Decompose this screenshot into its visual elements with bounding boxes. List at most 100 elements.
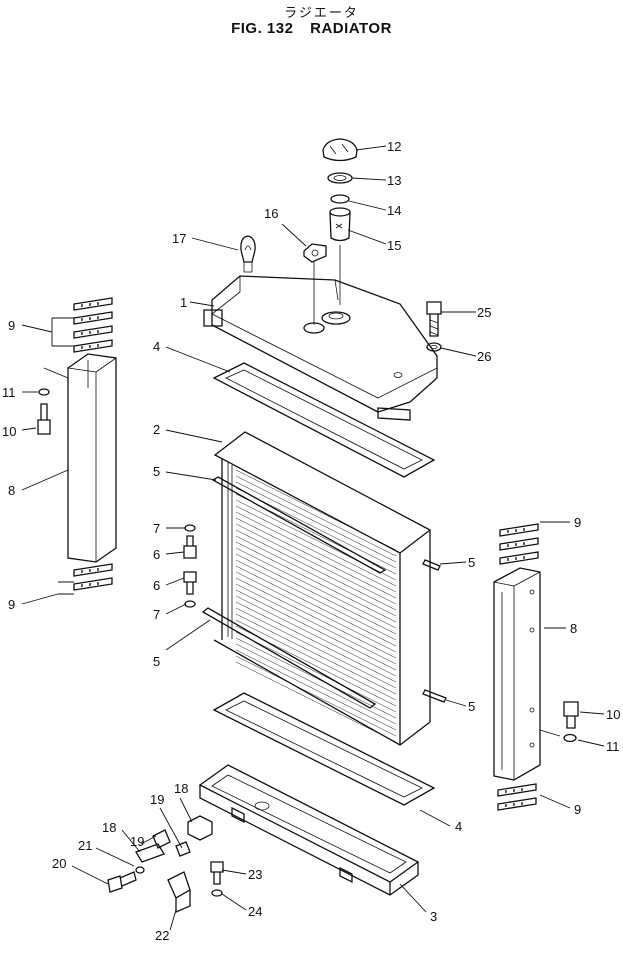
- lifting-eye: [240, 235, 256, 273]
- callout-26: 26: [477, 349, 491, 364]
- core-fin-line: [235, 601, 397, 683]
- callout-5-d: 5: [468, 699, 475, 714]
- callout-9-right-top: 9: [574, 515, 581, 530]
- washer-center-upper: [184, 524, 196, 532]
- core-fin-line: [235, 535, 397, 617]
- callout-24: 24: [248, 904, 262, 919]
- callout-13: 13: [387, 173, 401, 188]
- core-fin-line: [235, 475, 397, 557]
- bolt-right: [563, 701, 579, 729]
- callout-14: 14: [387, 203, 401, 218]
- callout-22: 22: [155, 928, 169, 943]
- drain-clamp: [135, 843, 165, 863]
- callout-5-b: 5: [153, 654, 160, 669]
- washer-center-lower: [184, 600, 196, 608]
- core-fin-line: [235, 643, 397, 725]
- callout-9-right-bottom: 9: [574, 802, 581, 817]
- washer-26: [426, 342, 442, 352]
- bolt-23: [210, 861, 224, 885]
- filler-neck: [329, 207, 351, 242]
- core-fin-line: [235, 571, 397, 653]
- callout-18-a: 18: [174, 781, 188, 796]
- shim-left-bottom: [73, 563, 113, 591]
- core-fin-line: [235, 517, 397, 599]
- callout-labels: 12 13 14 15 16 17 1 25 26 4 2 5 7 6 6 7 …: [2, 139, 620, 943]
- callout-10-right: 10: [606, 707, 620, 722]
- callout-6-b: 6: [153, 578, 160, 593]
- seal-strip-right-top: [422, 559, 441, 571]
- core-fin-line: [235, 565, 397, 647]
- figure-number: FIG. 132: [231, 20, 294, 37]
- callout-19-b: 19: [130, 834, 144, 849]
- seal-strip-right-bottom: [422, 689, 447, 703]
- callout-8-right: 8: [570, 621, 577, 636]
- shim-left-top: [73, 297, 113, 353]
- drain-valve-body: [187, 815, 213, 841]
- core-fin-line: [235, 631, 397, 713]
- core-fin-line: [235, 547, 397, 629]
- callout-7-b: 7: [153, 607, 160, 622]
- drain-nipple: [175, 841, 191, 857]
- seal-strip-upper: [211, 476, 387, 574]
- core-fin-line: [235, 541, 397, 623]
- callout-5-c: 5: [468, 555, 475, 570]
- core-fin-line: [235, 481, 397, 563]
- core-fin-line: [235, 511, 397, 593]
- callout-4-lower: 4: [455, 819, 462, 834]
- callout-16: 16: [264, 206, 278, 221]
- shim-right-bottom: [497, 783, 537, 811]
- callout-17: 17: [172, 231, 186, 246]
- core-fin-line: [235, 649, 397, 731]
- figure-title: FIG. 132 RADIATOR: [0, 20, 623, 37]
- snap-ring: [330, 194, 350, 204]
- figure-name: RADIATOR: [310, 20, 392, 37]
- callout-20: 20: [52, 856, 66, 871]
- radiator-cap: [322, 138, 358, 162]
- callout-5-a: 5: [153, 464, 160, 479]
- callout-18-b: 18: [102, 820, 116, 835]
- callout-9-left-top: 9: [8, 318, 15, 333]
- left-side-plate: [67, 353, 117, 563]
- upper-gasket: [212, 362, 436, 478]
- callout-7-a: 7: [153, 521, 160, 536]
- core-fin-line: [235, 607, 397, 689]
- seal-strip-lower: [201, 607, 377, 709]
- callout-12: 12: [387, 139, 401, 154]
- lower-tank: [198, 764, 420, 896]
- callout-11-right: 11: [606, 739, 620, 754]
- core-fin-line: [235, 637, 397, 719]
- drain-bolt: [107, 871, 137, 893]
- core-fin-line: [235, 619, 397, 701]
- core-fin-line: [235, 559, 397, 641]
- core-fin-line: [235, 505, 397, 587]
- bolt-center-upper: [183, 535, 197, 559]
- right-side-plate: [493, 567, 541, 781]
- bolt-left: [37, 403, 51, 435]
- bolt-25: [426, 301, 442, 337]
- washer-right: [563, 733, 577, 743]
- washer-24: [211, 889, 223, 897]
- upper-tank: [203, 245, 438, 421]
- callout-9-left-bottom: 9: [8, 597, 15, 612]
- drain-plug-bracket: [303, 243, 327, 263]
- callout-23: 23: [248, 867, 262, 882]
- callout-8-left: 8: [8, 483, 15, 498]
- callout-2: 2: [153, 422, 160, 437]
- shim-right-top: [499, 523, 539, 565]
- core-fin-line: [235, 613, 397, 695]
- callout-19-a: 19: [150, 792, 164, 807]
- callout-15: 15: [387, 238, 401, 253]
- core-fin-line: [235, 469, 397, 551]
- callout-6-a: 6: [153, 547, 160, 562]
- title-japanese: ラジエータ: [284, 6, 359, 21]
- core-fin-line: [235, 595, 397, 677]
- callout-10-left: 10: [2, 424, 16, 439]
- core-fin-line: [235, 523, 397, 605]
- callout-11-left: 11: [2, 385, 16, 400]
- bracket-22: [167, 871, 191, 913]
- lower-gasket: [212, 692, 436, 806]
- bolt-center-lower: [183, 571, 197, 595]
- callout-21: 21: [78, 838, 92, 853]
- radiator-core: [213, 431, 432, 746]
